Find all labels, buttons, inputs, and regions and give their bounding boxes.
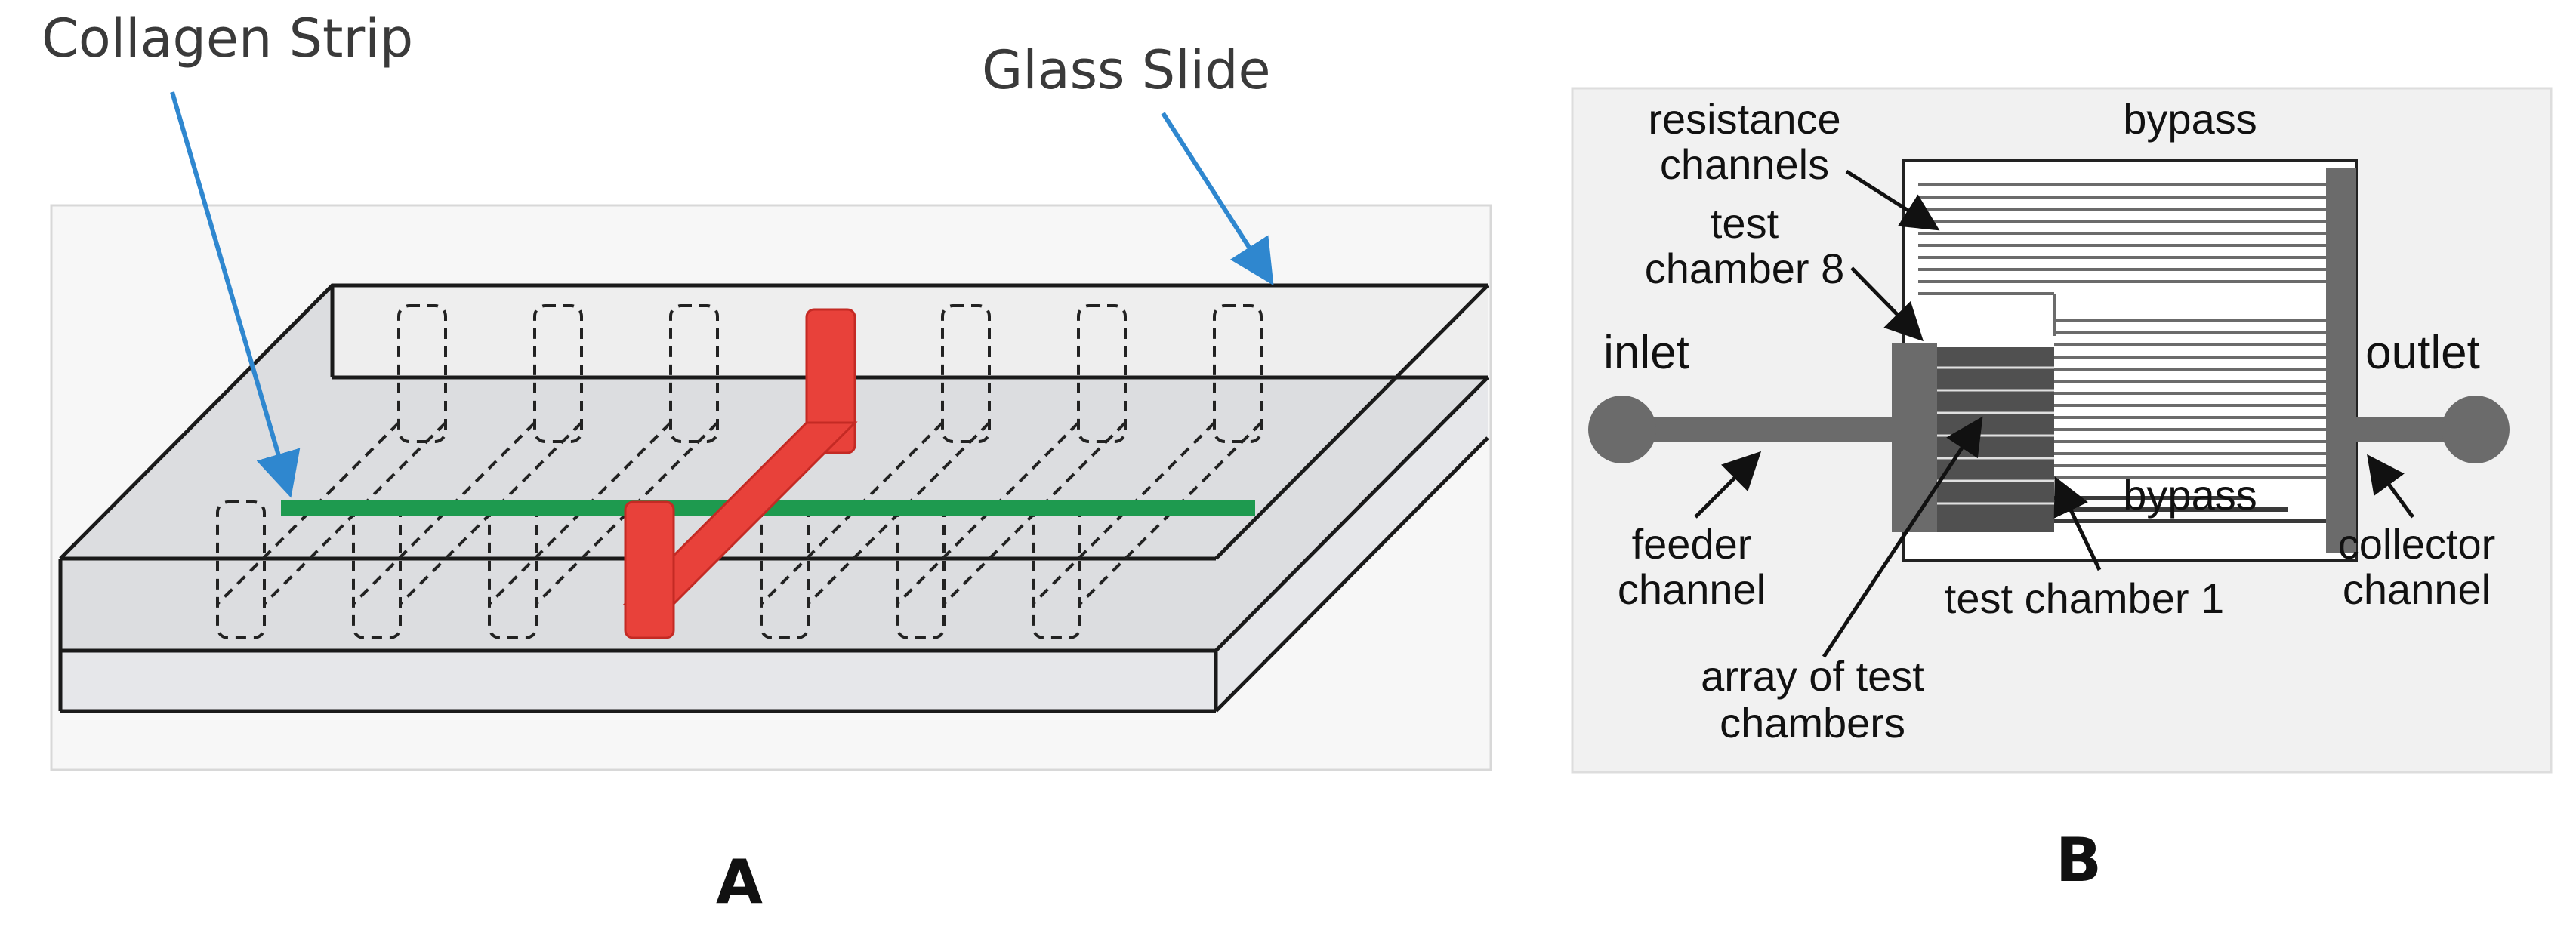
bypass-bottom-label: bypass xyxy=(2123,471,2257,519)
collector-label-2: channel xyxy=(2343,565,2491,613)
test8-label-2: chamber 8 xyxy=(1645,245,1845,292)
inlet-port xyxy=(1588,396,1656,463)
array-arrow xyxy=(1822,416,1983,658)
inlet-label: inlet xyxy=(1603,327,1689,379)
red-channel xyxy=(622,308,858,639)
collector-arrow xyxy=(2367,454,2415,519)
feeder-arrow xyxy=(1694,451,1762,519)
resistance-label-2: channels xyxy=(1660,140,1829,188)
array-label-2: chambers xyxy=(1720,699,1905,747)
collagen-arrow xyxy=(170,91,301,498)
resistance-channels xyxy=(1918,183,2326,479)
collagen-strip-callout: Collagen Strip xyxy=(42,8,414,69)
panel-a-letter: A xyxy=(716,847,763,917)
test8-arrow xyxy=(1850,266,1924,342)
glass-slide-callout: Glass Slide xyxy=(982,39,1271,101)
panel-a-diagram xyxy=(50,91,1492,771)
panel-b-letter: B xyxy=(2056,825,2102,895)
outlet-label: outlet xyxy=(2365,327,2480,379)
resistance-arrow xyxy=(1845,169,1940,231)
test1-label: test chamber 1 xyxy=(1945,574,2224,622)
glass-slide-arrow xyxy=(1161,112,1274,286)
outlet-port xyxy=(2442,396,2510,463)
feeder-label-2: channel xyxy=(1618,565,1766,613)
bypass-top-label: bypass xyxy=(2123,95,2257,143)
test-chamber-block xyxy=(1892,343,1937,532)
feeder-channel xyxy=(1620,417,1893,442)
panel-b-diagram: resistance channels bypass test chamber … xyxy=(1571,87,2553,774)
test8-label-1: test xyxy=(1711,199,1779,247)
glass-slide xyxy=(58,283,1489,713)
test1-arrow xyxy=(2053,476,2102,571)
feeder-label-1: feeder xyxy=(1632,520,1752,568)
collector-label-1: collector xyxy=(2338,520,2496,568)
resistance-label-1: resistance xyxy=(1648,95,1840,143)
array-label-1: array of test xyxy=(1701,652,1924,700)
